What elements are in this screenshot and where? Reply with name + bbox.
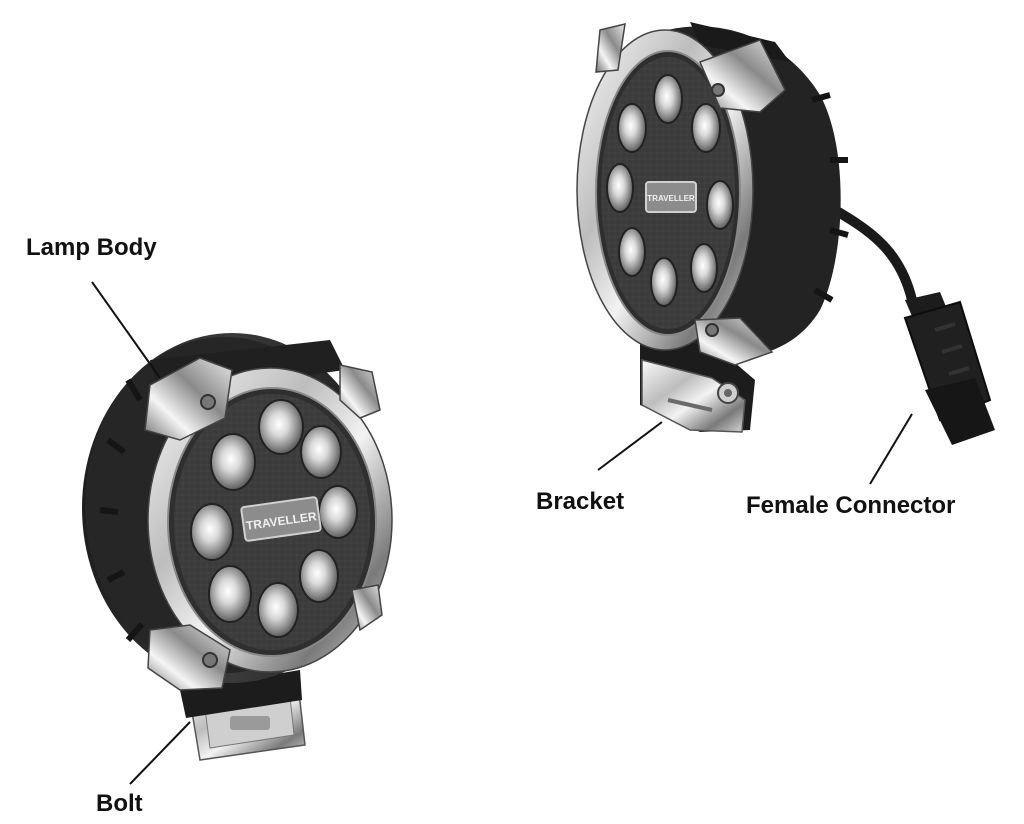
right-lamp: TRAVELLER	[576, 22, 995, 445]
leader-lines	[91, 281, 913, 785]
label-bolt: Bolt	[96, 790, 143, 817]
left-lens-badge: TRAVELLER	[240, 496, 322, 542]
leader-line-bolt	[129, 721, 191, 785]
left-bezel-tabs	[144, 357, 383, 691]
right-cable	[823, 201, 995, 445]
label-bracket: Bracket	[536, 488, 625, 515]
leader-line-bracket	[597, 421, 663, 471]
left-led-reflectors	[190, 399, 358, 638]
left-lamp: TRAVELLER	[82, 333, 393, 761]
female-connector	[903, 300, 995, 445]
leader-line-female-connector	[869, 413, 913, 485]
label-lamp-body: Lamp Body	[26, 234, 157, 261]
right-lens-badge: TRAVELLER	[645, 181, 697, 213]
left-bracket	[180, 670, 306, 761]
right-bezel-tabs	[595, 23, 786, 366]
leader-line-lamp-body	[91, 281, 161, 379]
right-lens-logo: TRAVELLER	[647, 194, 695, 203]
label-female-connector: Female Connector	[746, 492, 956, 519]
right-led-reflectors	[606, 74, 734, 307]
